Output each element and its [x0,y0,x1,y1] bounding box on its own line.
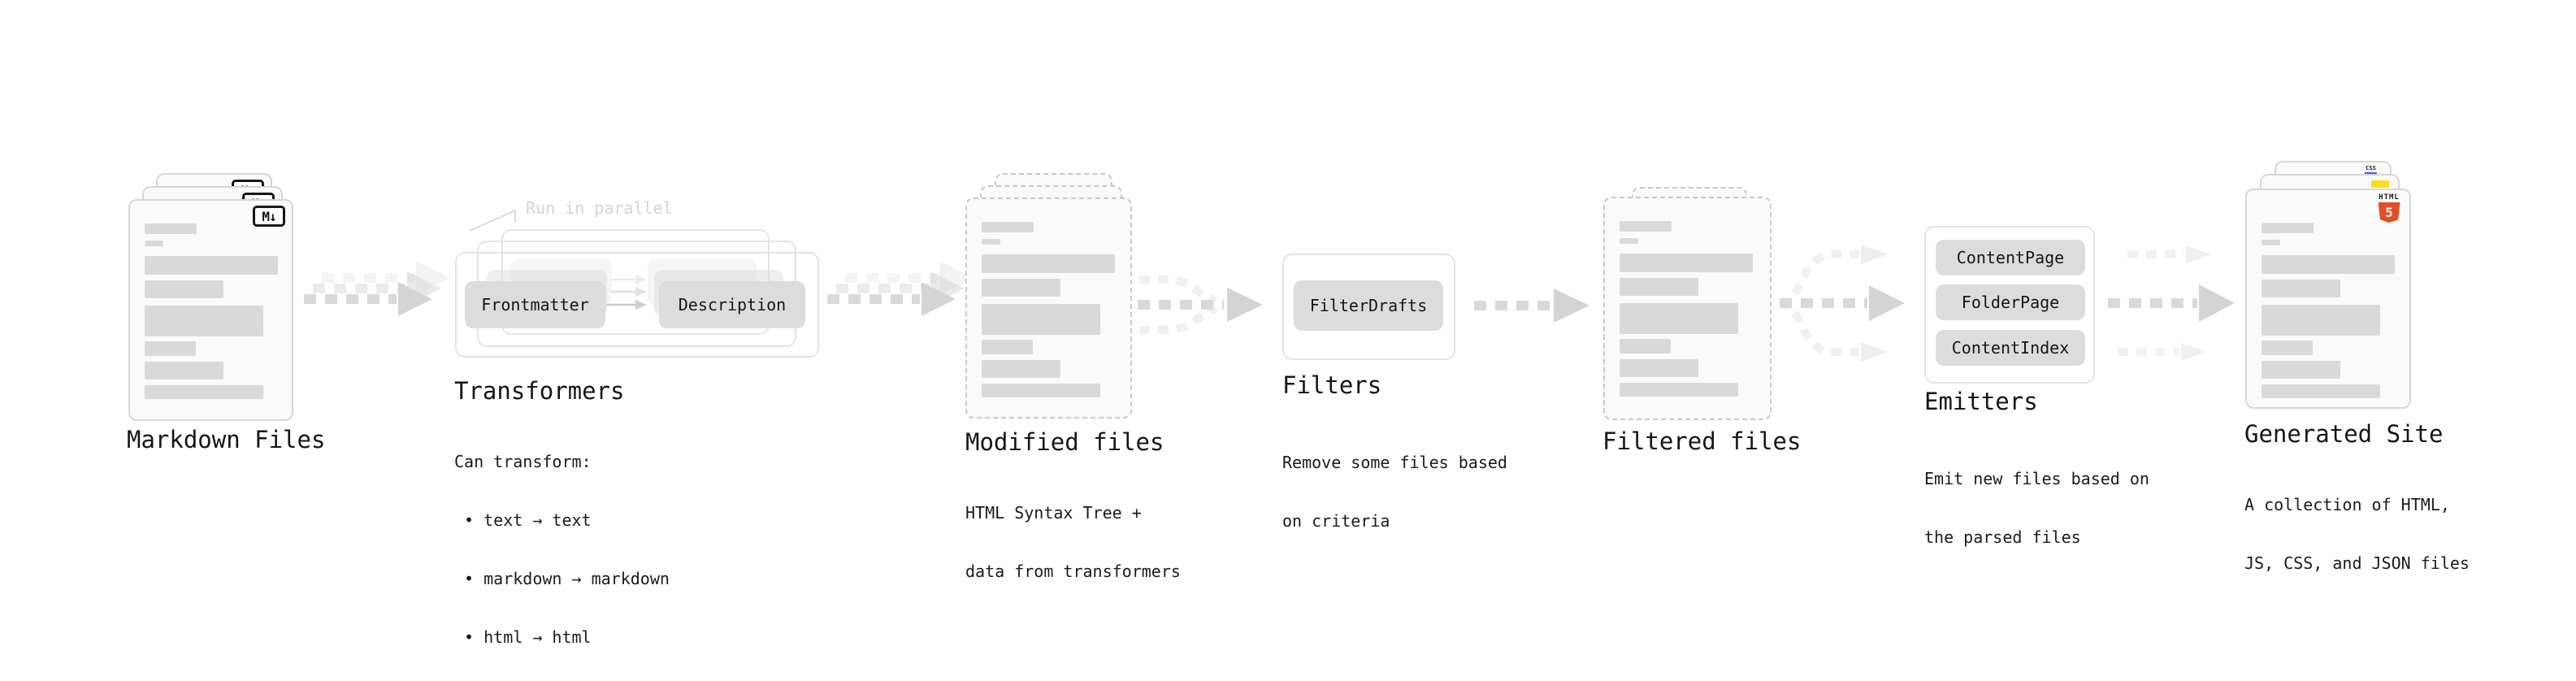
callout-line-icon [469,209,516,232]
description-line: • markdown → markdown [454,569,670,588]
html5-icon: HTML 5 [2377,193,2401,223]
description-line: Remove some files based [1282,453,1507,472]
html5-number: 5 [2385,205,2393,220]
generated-site-description: A collection of HTML, JS, CSS, and JSON … [2244,456,2470,612]
arrow-emitters-to-generated-icon [2108,245,2235,361]
css-badge-label: CSS [2366,165,2376,171]
transformers-description: Can transform: • text → text • markdown … [454,413,670,681]
skeleton-bar [145,306,263,336]
parallel-mini-arrows-icon [606,275,647,310]
transformer-chip-description: Description [659,281,805,328]
emitter-chip-contentindex: ContentIndex [1936,330,2085,366]
description-line: A collection of HTML, [2244,495,2450,514]
description-line: the parsed files [1924,527,2081,547]
transformer-chip-frontmatter: Frontmatter [465,281,605,328]
skeleton-bar [982,304,1100,335]
skeleton-bar [2262,240,2280,245]
skeleton-bar [2262,305,2380,336]
skeleton-bar [1620,238,1638,244]
skeleton-bar [1620,339,1671,354]
skeleton-bar [145,280,223,298]
skeleton-bar [145,241,163,246]
skeleton-bar [1620,359,1698,377]
filters-description: Remove some files based on criteria [1282,414,1507,570]
skeleton-bar [1620,221,1672,232]
generated-page-html: HTML 5 [2245,189,2411,409]
description-line: • text → text [454,510,592,530]
emitter-chip-contentpage: ContentPage [1936,240,2085,275]
filter-chip-filterdrafts: FilterDrafts [1294,280,1443,331]
page-content-skeleton [145,223,279,399]
emitters-description: Emit new files based on the parsed files [1924,430,2149,586]
filters-frame: FilterDrafts [1282,254,1455,360]
page-content-skeleton [2262,223,2396,398]
skeleton-bar [982,222,1034,232]
emitter-chip-folderpage: FolderPage [1936,284,2085,320]
js-badge-icon [2371,180,2389,188]
filters-label: Filters [1282,371,1382,399]
description-line: JS, CSS, and JSON files [2244,553,2470,573]
transformer-frame-front: Frontmatter Description [455,252,819,358]
skeleton-bar [982,239,1000,245]
css-badge-bar [2365,172,2377,175]
filtered-files-label: Filtered files [1602,427,1802,455]
run-in-parallel-callout: Run in parallel [526,198,673,218]
description-line: HTML Syntax Tree + [965,503,1142,523]
description-line: data from transformers [965,562,1181,581]
skeleton-bar [145,223,197,234]
skeleton-bar [1620,254,1753,272]
css-badge-icon: CSS [2365,166,2377,175]
markdown-icon: M↓ [253,206,285,227]
modified-files-description: HTML Syntax Tree + data from transformer… [965,464,1181,620]
html5-shield: 5 [2378,202,2400,223]
skeleton-bar [982,254,1115,273]
skeleton-bar [145,256,278,275]
modified-file-page-front [965,197,1132,419]
transformers-label: Transformers [454,377,625,405]
skeleton-bar [2262,280,2340,297]
skeleton-bar [982,384,1100,397]
skeleton-bar [2262,223,2314,233]
skeleton-bar [145,341,196,356]
skeleton-bar [982,279,1060,297]
html5-badge-label: HTML [2379,193,2400,202]
skeleton-bar [2262,255,2395,274]
description-line: Emit new files based on [1924,469,2149,488]
description-line: Can transform: [454,452,592,471]
page-content-skeleton [982,222,1117,397]
page-content-skeleton [1620,221,1757,397]
description-line: on criteria [1282,511,1390,531]
arrow-modified-to-filters-icon [1138,275,1263,334]
description-line: • html → html [454,627,592,647]
arrow-transformers-to-modified-icon [827,261,974,316]
skeleton-bar [982,340,1033,354]
filtered-file-page-front [1603,197,1772,420]
generated-site-label: Generated Site [2244,420,2444,448]
skeleton-bar [2262,340,2313,355]
emitters-frame: ContentPage FolderPage ContentIndex [1924,226,2095,384]
skeleton-bar [2262,361,2340,379]
skeleton-bar [145,362,223,380]
arrow-markdown-to-transformers-icon [304,261,450,316]
skeleton-bar [1620,278,1698,296]
emitters-label: Emitters [1924,388,2038,415]
markdown-file-page-front: M↓ [128,199,293,421]
skeleton-bar [2262,384,2380,398]
arrow-filters-to-filtered-icon [1474,288,1589,323]
skeleton-bar [145,385,263,399]
arrow-filtered-to-emitters-icon [1779,245,1905,362]
skeleton-bar [1620,383,1738,397]
skeleton-bar [1620,303,1738,334]
modified-files-label: Modified files [965,428,1164,456]
markdown-files-label: Markdown Files [127,426,326,453]
skeleton-bar [982,360,1060,378]
